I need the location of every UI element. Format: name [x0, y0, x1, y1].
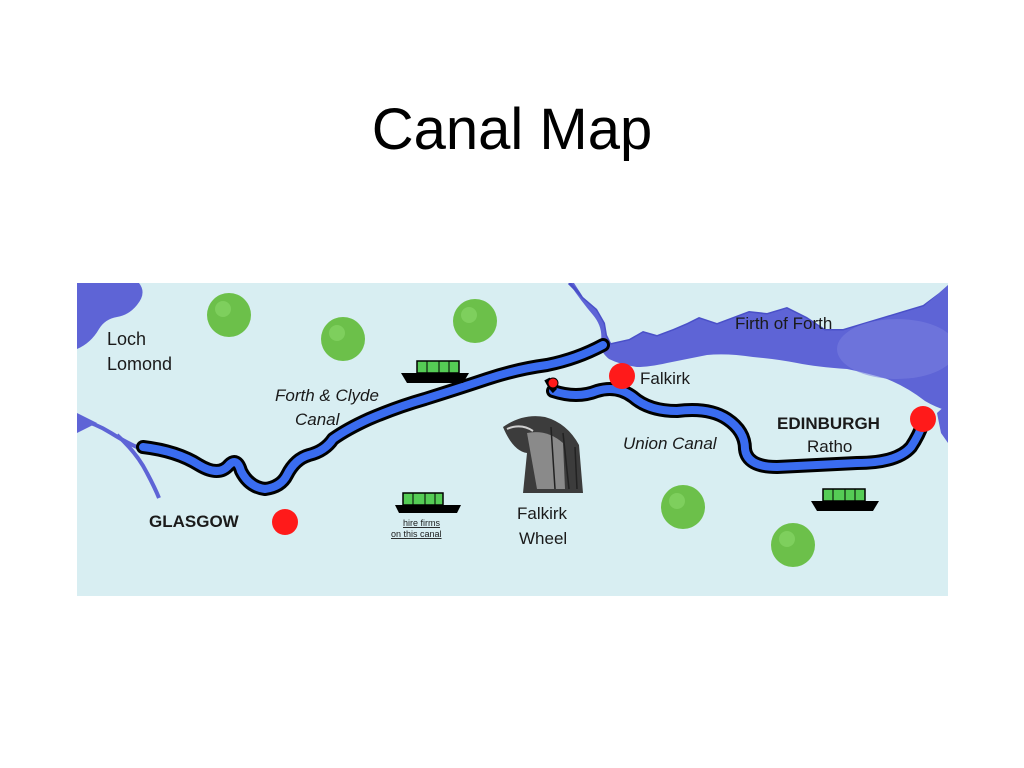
tree-icon — [207, 293, 251, 337]
forth-clyde-canal — [139, 341, 607, 493]
tree-icon — [771, 523, 815, 567]
firth-upper-land — [574, 283, 948, 343]
red-dot-icon — [910, 406, 936, 432]
forth-clyde-label-2: Canal — [295, 410, 341, 429]
loch-lomond-label-2: Lomond — [107, 354, 172, 374]
firth-highlight — [837, 319, 948, 379]
narrowboat-icon — [395, 492, 461, 513]
falkirk-wheel-label-2: Wheel — [519, 529, 567, 548]
tree-icon — [321, 317, 365, 361]
hire-firms-label-1: hire firms — [403, 518, 441, 528]
red-dot-icon — [547, 377, 559, 389]
falkirk-label: Falkirk — [640, 369, 691, 388]
ratho-label: Ratho — [807, 437, 852, 456]
narrowboat-icon — [811, 488, 879, 511]
page-title: Canal Map — [371, 97, 653, 162]
river-clyde-inlet — [77, 413, 97, 433]
union-canal — [549, 385, 927, 471]
union-canal-label: Union Canal — [623, 434, 718, 453]
tree-icon — [453, 299, 497, 343]
canal-map: Loch Lomond Firth of Forth Forth & Clyde… — [77, 283, 948, 596]
falkirk-wheel-label-1: Falkirk — [517, 504, 568, 523]
glasgow-label: GLASGOW — [149, 512, 240, 531]
loch-lomond-label-1: Loch — [107, 329, 146, 349]
forth-clyde-label-1: Forth & Clyde — [275, 386, 379, 405]
firth-of-forth-label: Firth of Forth — [735, 314, 832, 333]
hire-firms-label-2: on this canal — [391, 529, 442, 539]
red-dot-icon — [272, 509, 298, 535]
narrowboat-icon — [401, 360, 469, 383]
tree-icon — [661, 485, 705, 529]
red-dot-icon — [609, 363, 635, 389]
loch-lomond-water — [77, 283, 143, 349]
east-coast-water — [937, 403, 948, 443]
edinburgh-label: EDINBURGH — [777, 414, 880, 433]
falkirk-wheel-icon — [503, 416, 583, 493]
